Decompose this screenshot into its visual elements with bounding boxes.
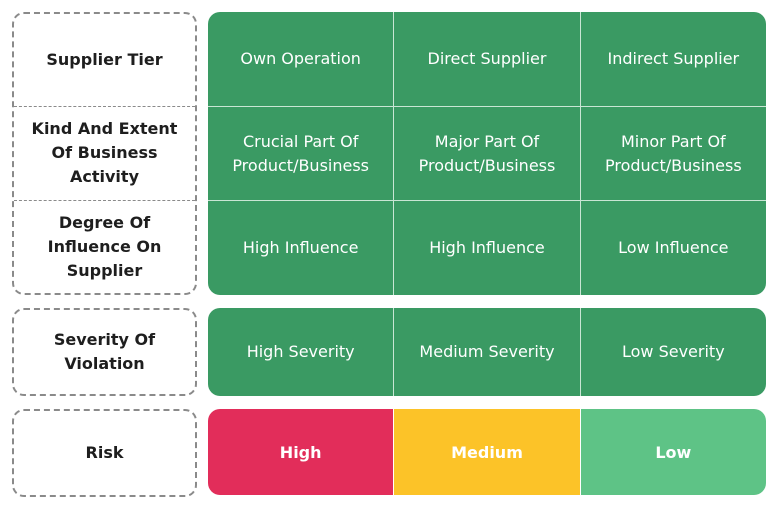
supplier-tier-label: Supplier Tier (46, 50, 163, 70)
grid-cell: Minor Part Of Product/Business (579, 106, 766, 201)
risk-high-cell: High (208, 409, 394, 495)
risk-medium-cell: Medium (393, 409, 580, 495)
severity-row: High Severity Medium Severity Low Severi… (208, 308, 766, 396)
grid-cell: Low Severity (579, 308, 766, 396)
grid-cell: Crucial Part Of Product/Business (232, 131, 370, 175)
risk-label: Risk (85, 443, 124, 462)
severity-grid: High Severity Medium Severity Low Severi… (208, 308, 766, 396)
grid-cell: Direct Supplier (393, 12, 579, 106)
severity-label-group: Severity Of Violation (12, 308, 197, 396)
business-activity-row: Crucial Part Of Product/Business Major P… (208, 105, 766, 201)
risk-low-cell: Low (579, 409, 766, 495)
factors-label-group: Supplier Tier Kind And Extent Of Busines… (12, 12, 197, 295)
grid-cell: High Influence (393, 201, 579, 295)
grid-cell: High Severity (246, 342, 355, 361)
grid-cell: Major Part Of Product/Business (393, 106, 579, 201)
supplier-tier-row: Own Operation Direct Supplier Indirect S… (208, 12, 766, 106)
factors-grid: Own Operation Direct Supplier Indirect S… (208, 12, 766, 295)
severity-label: Severity Of Violation (53, 330, 156, 373)
grid-cell: Own Operation (240, 48, 361, 68)
business-activity-label: Kind And Extent Of Business Activity (14, 106, 195, 199)
risk-label-group: Risk (12, 409, 197, 497)
influence-row: High Influence High Influence Low Influe… (208, 200, 766, 295)
grid-cell: Medium Severity (393, 308, 579, 396)
grid-cell: Indirect Supplier (579, 12, 766, 106)
grid-cell: Low Influence (579, 201, 766, 295)
risk-row: High Medium Low (208, 409, 766, 495)
grid-cell: High Influence (242, 238, 359, 258)
influence-label: Degree Of Influence On Supplier (14, 199, 195, 293)
